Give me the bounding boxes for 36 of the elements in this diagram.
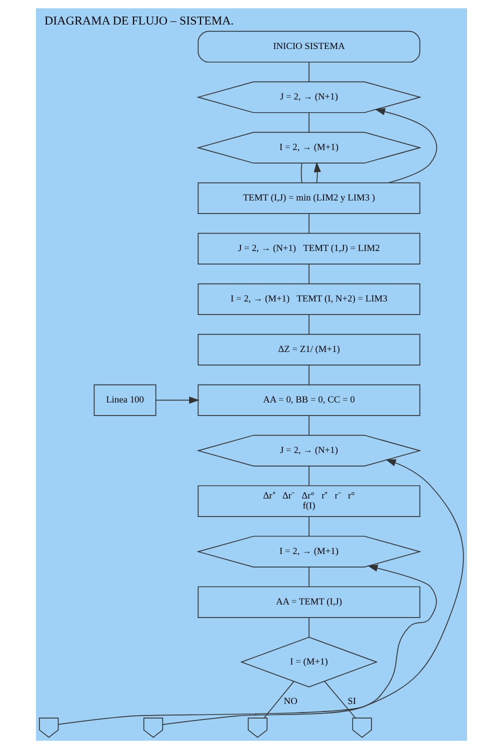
arrow — [374, 108, 437, 184]
connector — [308, 617, 309, 638]
connector — [308, 62, 309, 82]
node-box: ΔZ = Z1/ (M+1) — [197, 334, 420, 366]
arrow — [313, 162, 320, 184]
diagram-title: DIAGRAMA DE FLUJO – SISTEMA. — [44, 14, 234, 28]
connector — [308, 516, 309, 537]
node-box: Linea 100 — [93, 384, 156, 416]
connector — [308, 264, 309, 284]
connector — [308, 364, 309, 386]
connector — [308, 415, 309, 436]
node-diamond: I = (M+1) — [240, 636, 378, 688]
node-pentagon — [142, 718, 163, 738]
node-pentagon — [352, 718, 372, 738]
node-pentagon — [38, 718, 58, 738]
arrow — [162, 564, 436, 725]
node-box: AA = TEMT (I,J) — [197, 586, 420, 618]
node-box: Δr⁺ Δr⁻ Δr° r⁺ r⁻ r° f(I) — [197, 485, 420, 517]
connector — [324, 681, 356, 718]
node-box: I = 2, → (M+1) TEMT (I, N+2) = LIM3 — [197, 283, 420, 316]
edge-label: SI — [347, 696, 356, 707]
connector — [263, 681, 294, 718]
node-box: INICIO SISTEMA — [197, 30, 420, 63]
node-box: AA = 0, BB = 0, CC = 0 — [197, 384, 420, 416]
edge-label: NO — [283, 696, 297, 707]
connector — [308, 314, 309, 335]
connector — [308, 112, 309, 133]
node-pentagon — [247, 718, 267, 738]
node-box: TEMT (I,J) = min (LIM2 y LIM3 ) — [197, 182, 420, 214]
arrow — [57, 459, 464, 725]
connector — [308, 566, 309, 588]
node-box: J = 2, → (N+1) TEMT (1,J) = LIM2 — [197, 232, 420, 265]
connector — [308, 466, 309, 486]
connector — [300, 162, 302, 184]
arrow — [154, 396, 199, 404]
connector — [308, 213, 309, 234]
